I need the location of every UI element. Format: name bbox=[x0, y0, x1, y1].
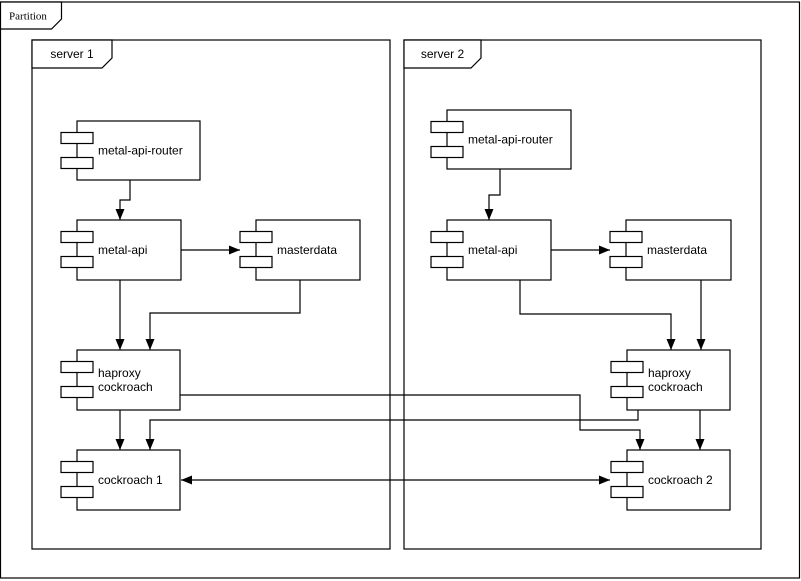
component-server1-haproxy-cockroach-box bbox=[76, 349, 181, 411]
component-server1-cockroach-1-port-2 bbox=[60, 485, 94, 499]
component-server1-metal-api-port-1 bbox=[60, 230, 94, 244]
component-server1-masterdata: masterdata bbox=[239, 219, 361, 281]
component-server1-metal-api-router-port-1 bbox=[60, 131, 94, 145]
component-server1-metal-api-router-label: metal-api-router bbox=[98, 144, 183, 158]
component-server2-masterdata-box bbox=[625, 219, 732, 281]
component-server2-metal-api-port-2 bbox=[430, 255, 464, 269]
component-server1-cockroach-1-box bbox=[76, 449, 181, 511]
component-server2-metal-api-router-label: metal-api-router bbox=[468, 133, 553, 147]
component-server2-haproxy-cockroach-port-1 bbox=[610, 360, 644, 374]
component-server2-masterdata-port-1 bbox=[609, 230, 643, 244]
component-server1-masterdata-port-2 bbox=[239, 255, 273, 269]
component-server2-cockroach-2-port-2 bbox=[610, 485, 644, 499]
package-server-1-label: server 1 bbox=[50, 47, 94, 61]
component-server2-metal-api-router-port-1 bbox=[430, 120, 464, 134]
component-server1-metal-api-port-2 bbox=[60, 255, 94, 269]
edge-server2-metal-api-to-haproxy bbox=[519, 280, 676, 350]
edge-server2-haproxy-to-cockroach-1 bbox=[145, 410, 639, 450]
component-server2-haproxy-cockroach-port-2 bbox=[610, 385, 644, 399]
partition-frame-label: Partition bbox=[9, 11, 47, 23]
edge-server1-haproxy-to-cockroach-2 bbox=[180, 394, 645, 450]
component-server2-masterdata: masterdata bbox=[609, 219, 732, 281]
component-server1-haproxy-cockroach-port-1 bbox=[60, 360, 94, 374]
component-server2-cockroach-2-port-1 bbox=[610, 460, 644, 474]
component-server2-metal-api-router: metal-api-router bbox=[430, 109, 572, 170]
package-server-2-label: server 2 bbox=[421, 47, 465, 61]
component-server2-cockroach-2-box bbox=[626, 449, 731, 511]
component-server1-metal-api-label: metal-api bbox=[98, 243, 147, 257]
component-server1-metal-api: metal-api bbox=[60, 219, 182, 281]
component-server2-haproxy-cockroach-box bbox=[626, 349, 731, 411]
component-server1-masterdata-port-1 bbox=[239, 230, 273, 244]
edge-server1-masterdata-to-haproxy bbox=[145, 280, 301, 350]
component-server1-masterdata-label: masterdata bbox=[277, 243, 337, 257]
component-server2-metal-api-box bbox=[446, 219, 552, 281]
component-server1-cockroach-1-label: cockroach 1 bbox=[98, 473, 163, 487]
component-server1-masterdata-box bbox=[255, 219, 361, 281]
component-server2-metal-api-router-box bbox=[446, 109, 572, 170]
component-server2-metal-api: metal-api bbox=[430, 219, 552, 281]
component-server2-masterdata-port-2 bbox=[609, 255, 643, 269]
component-server1-metal-api-router: metal-api-router bbox=[60, 120, 201, 181]
component-server2-metal-api-label: metal-api bbox=[468, 243, 517, 257]
component-server2-cockroach-2-label: cockroach 2 bbox=[648, 473, 713, 487]
component-server1-metal-api-box bbox=[76, 219, 182, 281]
component-server1-metal-api-router-box bbox=[76, 120, 201, 181]
component-server2-masterdata-label: masterdata bbox=[647, 243, 707, 257]
component-server1-metal-api-router-port-2 bbox=[60, 156, 94, 170]
component-server1-haproxy-cockroach-port-2 bbox=[60, 385, 94, 399]
edge-server2-router-to-metal-api bbox=[484, 169, 501, 220]
component-server1-cockroach-1: cockroach 1 bbox=[60, 449, 181, 511]
package-server-2-tab bbox=[403, 39, 482, 69]
component-server2-cockroach-2: cockroach 2 bbox=[610, 449, 731, 511]
package-server-1-tab bbox=[31, 39, 113, 69]
component-server2-metal-api-port-1 bbox=[430, 230, 464, 244]
partition-frame-tab bbox=[0, 1, 63, 30]
edge-server1-router-to-metal-api bbox=[115, 180, 131, 220]
component-server2-metal-api-router-port-2 bbox=[430, 145, 464, 159]
component-server1-cockroach-1-port-1 bbox=[60, 460, 94, 474]
